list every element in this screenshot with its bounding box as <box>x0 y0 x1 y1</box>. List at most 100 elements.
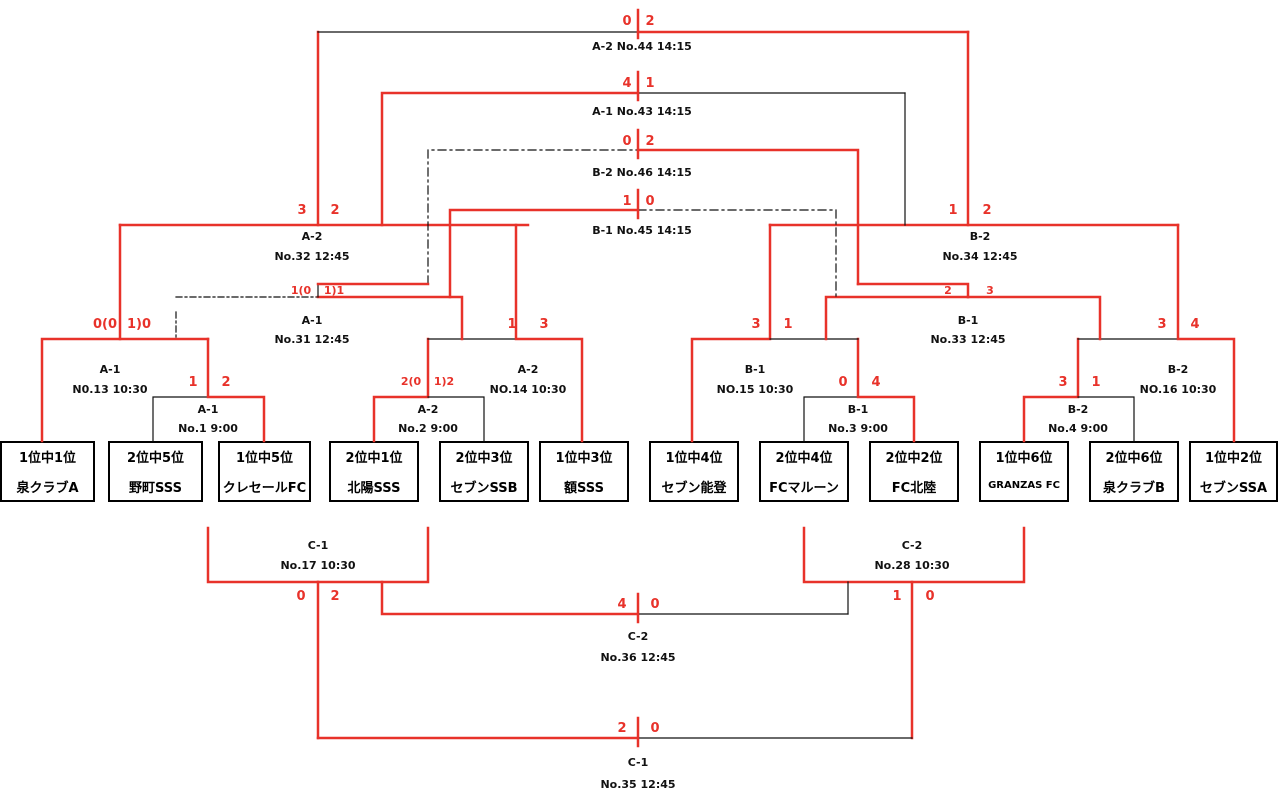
match-court: A-2 <box>302 230 323 243</box>
team-box: 2位中6位 泉クラブB <box>1089 441 1179 502</box>
team-box: 1位中6位 GRANZAS FC <box>979 441 1069 502</box>
match-label: B-2 No.46 14:15 <box>592 166 692 179</box>
team-rank: 2位中1位 <box>345 451 403 466</box>
team-rank: 1位中1位 <box>18 451 77 466</box>
team-rank: 1位中6位 <box>995 451 1053 466</box>
match-court: A-2 <box>418 403 439 416</box>
match-info: No.2 9:00 <box>398 422 458 435</box>
match-score-left: 1(0 <box>291 284 312 297</box>
match-score-right: 0 <box>645 194 654 209</box>
match-court: B-2 <box>1168 363 1189 376</box>
match-score-right: 2 <box>982 203 991 218</box>
match-court: A-2 <box>518 363 539 376</box>
match-score-left: 1 <box>948 203 957 218</box>
match-score-left: 0 <box>622 134 631 149</box>
bracket-line-m34 <box>768 30 1180 227</box>
bracket-line-m46 <box>316 128 860 286</box>
match-score-left: 4 <box>617 597 626 612</box>
match-info: No.4 9:00 <box>1048 422 1108 435</box>
match-score-right: 2 <box>330 203 339 218</box>
bracket-line-m32 <box>118 30 530 227</box>
match-court: A-1 <box>198 403 219 416</box>
team-name: 北陽SSS <box>347 481 401 496</box>
bracket-line-m33 <box>824 282 1102 341</box>
match-label: B-1 No.45 14:15 <box>592 224 692 237</box>
team-name: セブンSSB <box>450 481 518 496</box>
match-court: C-1 <box>308 539 329 552</box>
match-score-left: 1 <box>622 194 631 209</box>
match-info: No.28 10:30 <box>874 559 949 572</box>
match-score-left: 1 <box>188 375 197 390</box>
team-rank: 2位中5位 <box>126 451 185 466</box>
bracket-line-m1 <box>152 337 266 443</box>
match-info: N0.13 10:30 <box>72 383 148 396</box>
team-name: FC北陸 <box>891 481 937 496</box>
team-box: 2位中5位 野町SSS <box>108 441 203 502</box>
team-box: 2位中3位 セブンSSB <box>439 441 529 502</box>
match-court: A-1 <box>100 363 121 376</box>
match-score-left: 2(0 <box>401 375 422 388</box>
team-name: セブン能登 <box>661 481 727 496</box>
bracket-line-m36 <box>636 592 849 624</box>
match-score-left: 0 <box>838 375 847 390</box>
match-info: NO.14 10:30 <box>490 383 567 396</box>
team-rank: 1位中3位 <box>555 451 613 466</box>
match-score-left: 1 <box>892 589 901 604</box>
match-court: A-1 <box>302 314 323 327</box>
match-score-right: 1 <box>783 317 792 332</box>
team-rank: 2位中4位 <box>775 451 833 466</box>
match-court: B-2 <box>1068 403 1089 416</box>
match-score-right: 3 <box>986 284 994 297</box>
match-score-right: 0 <box>650 721 659 736</box>
match-score-left: 3 <box>1058 375 1067 390</box>
match-court: C-2 <box>628 630 649 643</box>
team-box: 1位中2位 セブンSSA <box>1189 441 1278 502</box>
match-score-right: 2 <box>330 589 339 604</box>
bracket-line-m15 <box>690 223 859 443</box>
match-score-right: 4 <box>871 375 880 390</box>
match-score-left: 4 <box>622 76 631 91</box>
team-name: クレセールFC <box>222 481 307 496</box>
team-box: 1位中5位 クレセールFC <box>218 441 311 502</box>
bracket-line-m2 <box>372 337 485 443</box>
match-score-right: 2 <box>645 14 654 29</box>
match-score-left: 0 <box>296 589 305 604</box>
match-info: NO.15 10:30 <box>717 383 794 396</box>
team-name: FCマルーン <box>769 481 839 496</box>
match-court: C-1 <box>628 756 649 769</box>
match-score-left: 2 <box>617 721 626 736</box>
team-name: 泉クラブB <box>1103 481 1165 496</box>
bracket-line-m13 <box>40 223 210 443</box>
team-box: 2位中4位 FCマルーン <box>759 441 849 502</box>
match-score-right: 3 <box>539 317 548 332</box>
team-rank: 2位中2位 <box>885 451 943 466</box>
match-score-left: 3 <box>751 317 760 332</box>
match-score-right: 1)1 <box>324 284 344 297</box>
team-name: GRANZAS FC <box>988 480 1060 491</box>
team-box: 1位中4位 セブン能登 <box>649 441 739 502</box>
match-score-right: 4 <box>1190 317 1199 332</box>
match-score-left: 2 <box>944 284 952 297</box>
match-info: No.1 9:00 <box>178 422 238 435</box>
match-court: B-1 <box>745 363 766 376</box>
team-name: セブンSSA <box>1199 481 1268 496</box>
match-court: C-2 <box>902 539 923 552</box>
team-rank: 1位中2位 <box>1204 451 1263 466</box>
team-box: 2位中2位 FC北陸 <box>869 441 959 502</box>
match-score-left: 0(0 <box>93 317 117 332</box>
match-label: A-1 No.43 14:15 <box>592 105 692 118</box>
match-score-left: 1 <box>507 317 516 332</box>
bracket-line-m45 <box>448 188 837 299</box>
match-score-right: 1 <box>645 76 654 91</box>
bracket-line-m14 <box>427 223 584 443</box>
match-info: No.36 12:45 <box>600 651 675 664</box>
match-court: B-1 <box>958 314 979 327</box>
team-box: 1位中3位 額SSS <box>539 441 629 502</box>
match-info: No.17 10:30 <box>280 559 355 572</box>
match-court: B-1 <box>848 403 869 416</box>
team-rank: 1位中4位 <box>665 451 723 466</box>
match-info: No.34 12:45 <box>942 250 1017 263</box>
match-info: No.31 12:45 <box>274 333 349 346</box>
match-score-right: 1)2 <box>434 375 454 388</box>
